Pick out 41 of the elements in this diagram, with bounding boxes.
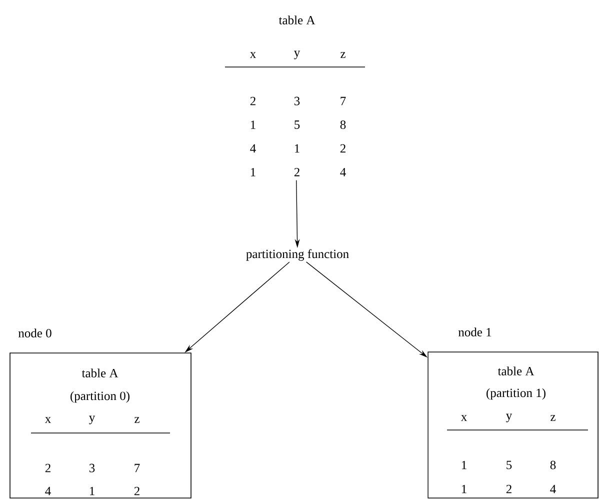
table-cell: 2 bbox=[250, 96, 256, 106]
table-cell: 2 bbox=[340, 144, 346, 153]
table-cell: 4 bbox=[550, 484, 556, 494]
table-title: table A bbox=[498, 366, 534, 376]
table-cell: 5 bbox=[294, 120, 300, 129]
column-header: y bbox=[506, 414, 512, 422]
table-cell: 1 bbox=[90, 486, 94, 496]
table-cell: 2 bbox=[134, 486, 140, 496]
table-cell: 2 bbox=[45, 464, 50, 472]
table-cell: 4 bbox=[340, 168, 346, 176]
column-header: y bbox=[89, 416, 96, 424]
table-cell: 7 bbox=[134, 464, 140, 472]
table-cell: 3 bbox=[89, 464, 95, 472]
table-cell: 1 bbox=[462, 460, 466, 470]
column-header: z bbox=[550, 415, 556, 421]
table-title: (partition 1) bbox=[486, 388, 546, 400]
table-cell: 3 bbox=[294, 96, 300, 106]
table-cell: 7 bbox=[340, 96, 346, 106]
node-label: node 1 bbox=[458, 328, 492, 336]
table-cell: 8 bbox=[340, 120, 346, 129]
column-header: x bbox=[45, 417, 51, 423]
column-header: y bbox=[294, 50, 300, 60]
table-cell: 4 bbox=[45, 486, 51, 496]
column-header: z bbox=[134, 417, 140, 423]
column-header: z bbox=[340, 52, 346, 58]
table-cell: 1 bbox=[250, 120, 256, 129]
table-cell: 8 bbox=[550, 460, 556, 470]
column-header: x bbox=[461, 415, 467, 421]
table-cell: 1 bbox=[462, 484, 466, 494]
table-title: table A bbox=[278, 16, 316, 24]
table-cell: 1 bbox=[250, 168, 256, 176]
table-cell: 2 bbox=[294, 168, 300, 176]
table-cell: 4 bbox=[250, 144, 256, 153]
table-title: table A bbox=[82, 368, 118, 378]
table-cell: 5 bbox=[506, 460, 512, 470]
table-title: (partition 0) bbox=[70, 391, 130, 403]
node-label: node 0 bbox=[18, 328, 52, 338]
table-cell: 1 bbox=[294, 144, 300, 153]
column-header: x bbox=[250, 52, 256, 58]
table-cell: 2 bbox=[506, 484, 512, 494]
function-label: partitioning function bbox=[246, 249, 349, 261]
